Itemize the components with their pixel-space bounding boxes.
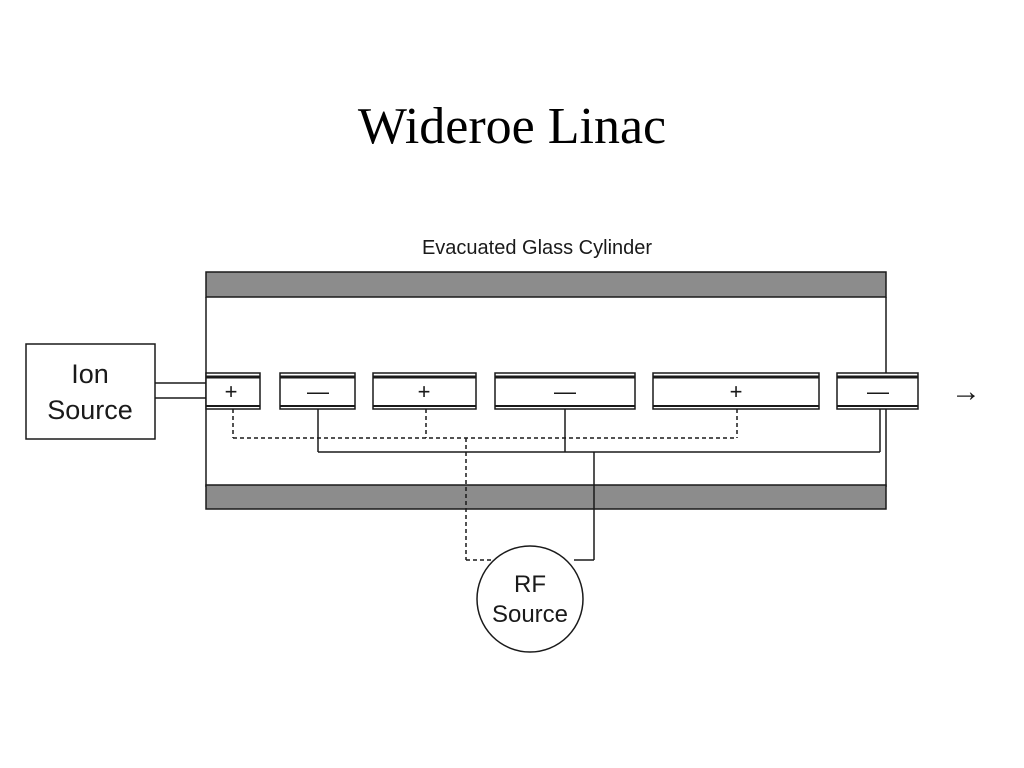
ion-source-label-line1: Ion [71, 359, 109, 389]
electrode-1-polarity: + [225, 379, 238, 404]
rf-source-label-line1: RF [514, 571, 546, 598]
electrode-5: + [652, 372, 820, 410]
electrode-3: + [372, 372, 477, 410]
positive-bus-wiring [232, 409, 738, 561]
ion-source-connector [155, 382, 206, 399]
ion-source-label-line2: Source [47, 395, 133, 425]
electrode-4: — [494, 372, 636, 410]
cylinder-bottom-wall [205, 484, 887, 510]
electrode-3-polarity: + [418, 379, 431, 404]
glass-cylinder [205, 271, 887, 510]
electrodes: + — + — + — [205, 372, 919, 410]
cylinder-top-wall [205, 271, 887, 298]
electrode-2-polarity: — [307, 379, 329, 404]
electrode-6-polarity: — [867, 379, 889, 404]
rf-source: RF Source [476, 545, 584, 653]
cylinder-label: Evacuated Glass Cylinder [422, 237, 652, 259]
electrode-4-polarity: — [554, 379, 576, 404]
rf-source-label-line2: Source [492, 601, 568, 628]
electrode-2: — [279, 372, 356, 410]
slide-title: Wideroe Linac [357, 98, 667, 155]
ion-source: Ion Source [25, 343, 156, 440]
negative-bus-wiring [317, 409, 881, 561]
electrode-6: — [836, 372, 919, 410]
beam-exit-arrow-icon: → [951, 375, 981, 408]
electrode-5-polarity: + [730, 379, 743, 404]
electrode-1: + [205, 372, 261, 410]
